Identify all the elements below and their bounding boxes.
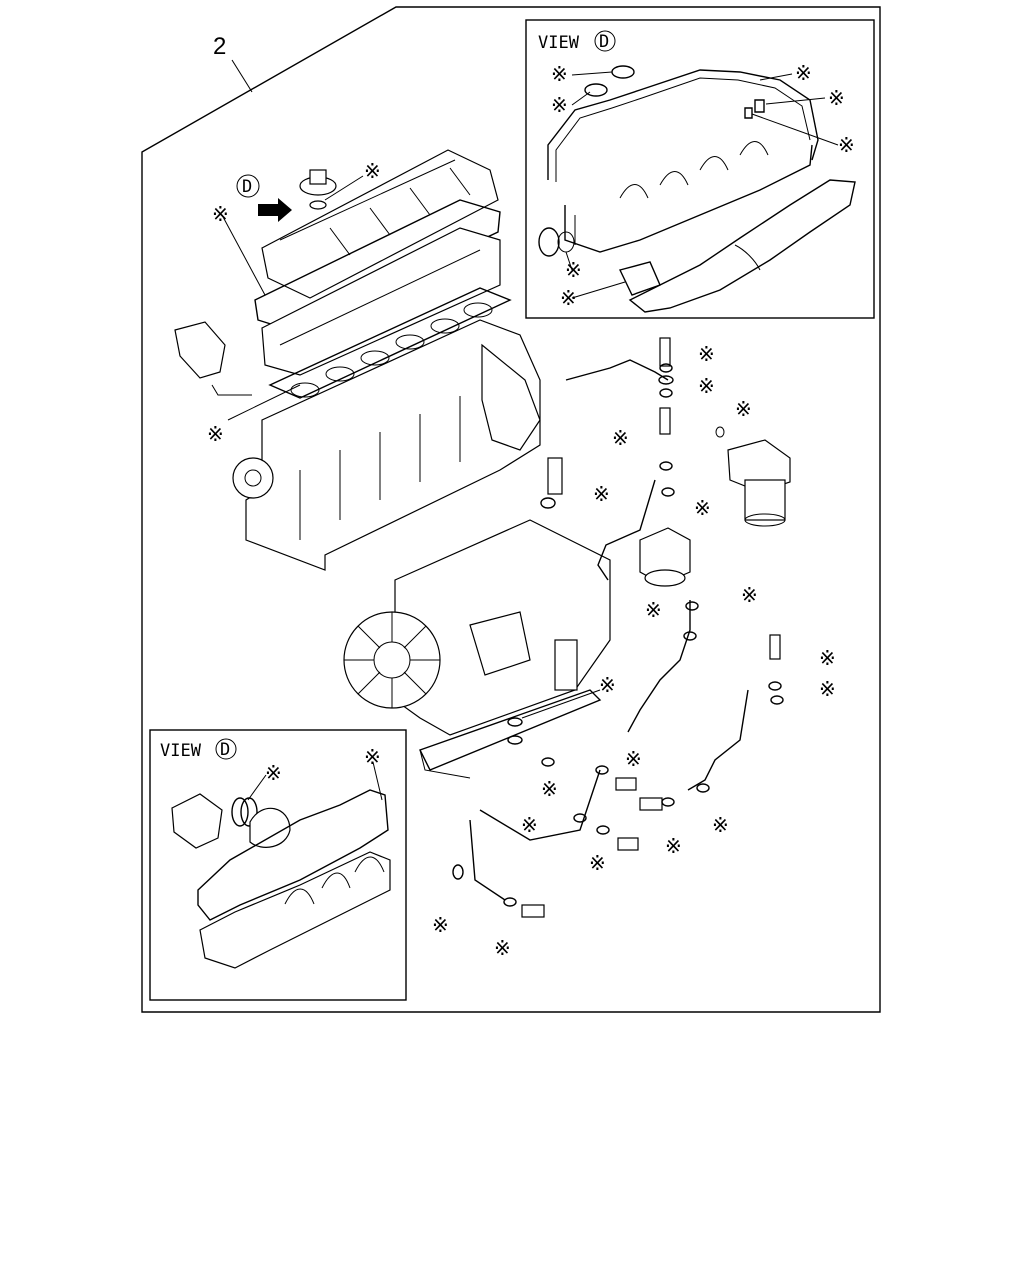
kit-mark: ※ (694, 496, 711, 520)
engine-upper: D (174, 149, 541, 571)
kit-mark: ※ (212, 202, 229, 226)
kit-mark: ※ (565, 258, 582, 282)
kit-mark: ※ (207, 422, 224, 446)
kit-mark: ※ (541, 777, 558, 801)
view-letter-bottom: D (220, 740, 230, 760)
kit-mark: ※ (698, 342, 715, 366)
kit-mark: ※ (599, 673, 616, 697)
view-letter-top: D (599, 32, 609, 52)
kit-mark: ※ (712, 813, 729, 837)
kit-mark: ※ (612, 426, 629, 450)
kit-mark: ※ (819, 646, 836, 670)
kit-outline (141, 6, 881, 1013)
kit-mark: ※ (364, 159, 381, 183)
view-arrow (258, 198, 292, 222)
kit-mark: ※ (265, 761, 282, 785)
kit-mark: ※ (819, 677, 836, 701)
engine-lower (343, 457, 611, 779)
kit-mark: ※ (828, 86, 845, 110)
kit-mark: ※ (698, 374, 715, 398)
kit-mark: ※ (551, 93, 568, 117)
kit-mark: ※ (494, 936, 511, 960)
kit-mark: ※ (521, 813, 538, 837)
view-label-bottom: VIEW (160, 741, 202, 761)
view-d-box-bottom: VIEW D (149, 729, 407, 1001)
kit-mark: ※ (645, 598, 662, 622)
item-leader (231, 59, 253, 93)
view-label-top: VIEW (538, 33, 580, 53)
kit-mark: ※ (432, 913, 449, 937)
kit-marks: ※ ※ ※ ※ ※ ※ ※ ※ ※ ※ ※ ※ ※ ※ ※ ※ ※ ※ ※ ※ … (207, 61, 855, 960)
kit-mark: ※ (551, 62, 568, 86)
view-d-box-top: VIEW D (525, 19, 875, 319)
kit-mark: ※ (741, 583, 758, 607)
fuel-lines (452, 337, 791, 918)
kit-mark: ※ (735, 397, 752, 421)
kit-mark: ※ (838, 133, 855, 157)
kit-mark: ※ (795, 61, 812, 85)
kit-mark: ※ (665, 834, 682, 858)
kit-mark: ※ (364, 745, 381, 769)
item-number: 2 (213, 33, 226, 60)
kit-mark: ※ (560, 286, 577, 310)
kit-mark: ※ (625, 747, 642, 771)
kit-mark: ※ (593, 482, 610, 506)
kit-mark: ※ (589, 851, 606, 875)
view-arrow-letter: D (242, 177, 252, 197)
